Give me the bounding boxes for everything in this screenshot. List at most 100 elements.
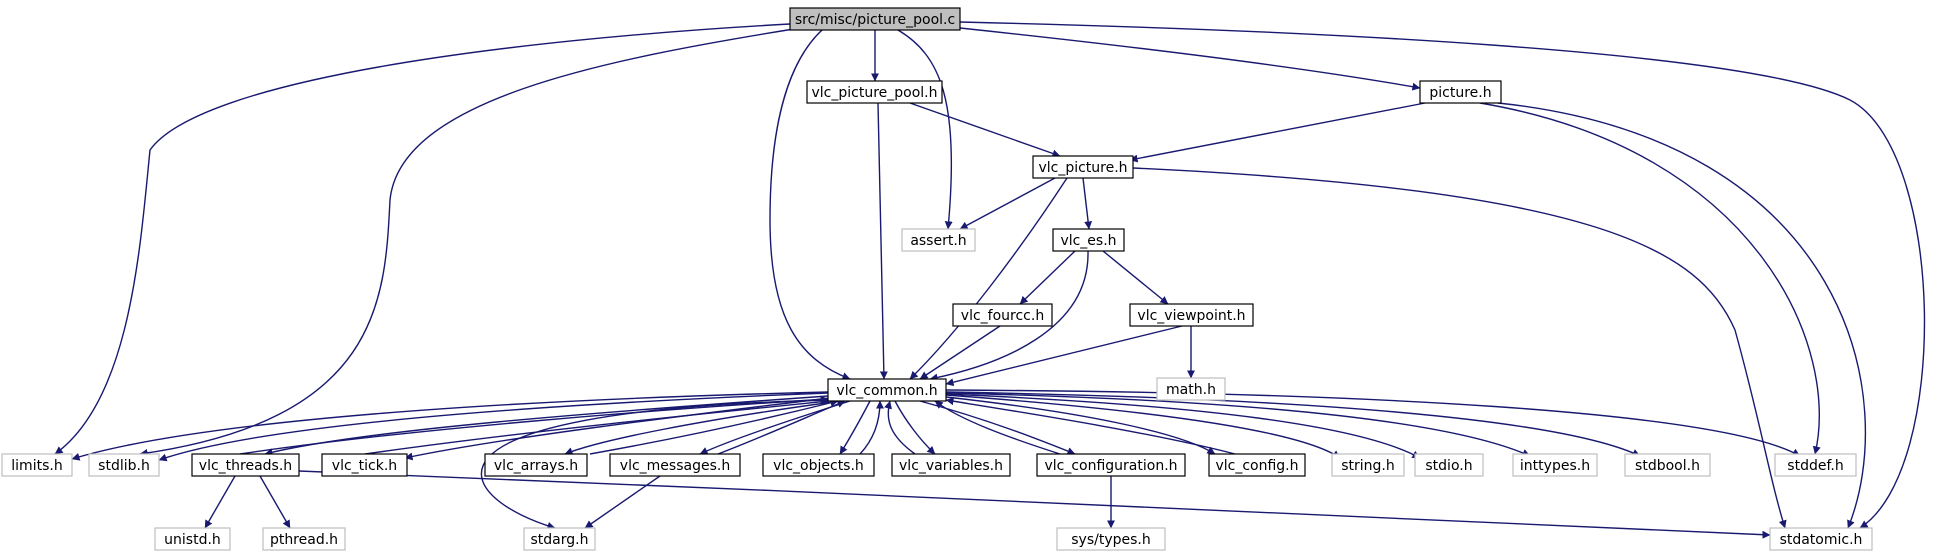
edge-vlc_threads-to-unistd	[204, 475, 236, 529]
node-vlc-config[interactable]: vlc_config.h	[1208, 453, 1306, 477]
node-stdarg: stdarg.h	[523, 527, 596, 551]
node-vlc-tick[interactable]: vlc_tick.h	[321, 453, 408, 477]
edge-vlc_picture-to-vlc_common	[909, 177, 1068, 380]
node-label: stdarg.h	[531, 532, 589, 548]
node-label: vlc_objects.h	[773, 458, 864, 474]
edge-vlc_variables-to-vlc_common	[884, 400, 916, 455]
node-stdlib: stdlib.h	[88, 453, 160, 477]
node-label: sys/types.h	[1071, 532, 1150, 548]
node-box	[1414, 453, 1484, 477]
edges-layer	[54, 21, 1926, 539]
node-box	[484, 453, 588, 477]
node-sys-types: sys/types.h	[1056, 527, 1166, 551]
node-box	[806, 80, 943, 104]
node-box	[262, 527, 346, 551]
edge-vlc_picture-to-assert	[959, 177, 1056, 230]
node-pthread: pthread.h	[262, 527, 346, 551]
node-box	[762, 453, 875, 477]
edge-vlc_common-to-vlc_tick	[404, 397, 831, 461]
node-unistd: unistd.h	[154, 527, 231, 551]
node-box	[789, 7, 961, 31]
node-label: math.h	[1166, 382, 1216, 398]
edge-vlc_picture-to-stdatomic	[1132, 167, 1787, 529]
node-box	[1056, 527, 1166, 551]
edge-vlc_messages-to-vlc_common	[717, 400, 846, 455]
node-box	[827, 378, 947, 402]
edge-root-to-assert	[897, 29, 953, 230]
node-box	[154, 527, 231, 551]
node-vlc-picture-pool[interactable]: vlc_picture_pool.h	[806, 80, 943, 104]
edge-vlc_es-to-vlc_fourcc	[1019, 250, 1076, 305]
node-vlc-configuration[interactable]: vlc_configuration.h	[1036, 453, 1186, 477]
edge-vlc_common-to-stdlib	[158, 392, 829, 462]
edge-vlc_picture_pool-to-vlc_picture	[909, 102, 1061, 158]
node-box	[901, 228, 976, 252]
node-vlc-es[interactable]: vlc_es.h	[1052, 228, 1125, 252]
node-box	[321, 453, 408, 477]
node-box	[1512, 453, 1598, 477]
node-label: vlc_variables.h	[899, 458, 1003, 474]
node-stdatomic: stdatomic.h	[1769, 527, 1873, 551]
edge-vlc_common-to-stdio	[945, 393, 1421, 459]
node-label: vlc_es.h	[1060, 233, 1116, 249]
node-box	[1208, 453, 1306, 477]
node-box	[609, 453, 741, 477]
node-vlc-common[interactable]: vlc_common.h	[827, 378, 947, 402]
node-box	[891, 453, 1011, 477]
node-box	[1331, 453, 1405, 477]
edge-picture-to-stdatomic	[1497, 102, 1867, 529]
edge-vlc_common-to-stdbool	[945, 391, 1641, 457]
node-vlc-messages[interactable]: vlc_messages.h	[609, 453, 741, 477]
edge-vlc_picture-to-vlc_es	[1082, 177, 1093, 230]
edge-vlc_common-to-vlc_objects	[839, 400, 871, 455]
nodes-layer: src/misc/picture_pool.c vlc_picture_pool.…	[1, 7, 1873, 551]
node-root[interactable]: src/misc/picture_pool.c	[789, 7, 961, 31]
node-label: vlc_viewpoint.h	[1137, 308, 1245, 324]
node-label: picture.h	[1429, 85, 1491, 101]
edge-vlc_common-to-stddef	[945, 389, 1801, 457]
node-label: assert.h	[910, 233, 966, 249]
node-label: limits.h	[11, 458, 62, 474]
edge-vlc_objects-to-vlc_common	[859, 400, 884, 455]
node-label: unistd.h	[164, 532, 221, 548]
node-label: string.h	[1341, 458, 1395, 474]
node-vlc-viewpoint[interactable]: vlc_viewpoint.h	[1129, 303, 1254, 327]
edge-vlc_es-to-vlc_common	[929, 250, 1089, 382]
node-vlc-objects[interactable]: vlc_objects.h	[762, 453, 875, 477]
node-stdbool: stdbool.h	[1624, 453, 1711, 477]
edge-vlc_common-to-limits	[71, 391, 829, 461]
node-label: stdlib.h	[98, 458, 150, 474]
edge-root-to-vlc_common	[769, 29, 851, 381]
node-vlc-fourcc[interactable]: vlc_fourcc.h	[952, 303, 1053, 327]
edge-vlc_config-to-vlc_common	[945, 397, 1236, 455]
node-label: stdatomic.h	[1780, 532, 1863, 548]
node-vlc-picture[interactable]: vlc_picture.h	[1032, 155, 1134, 179]
edge-vlc_configuration-to-vlc_common	[934, 400, 1061, 455]
node-label: vlc_config.h	[1215, 458, 1298, 474]
edge-vlc_messages-to-stdarg	[584, 475, 661, 529]
edge-vlc_threads-to-stdatomic	[298, 470, 1771, 539]
node-string: string.h	[1331, 453, 1405, 477]
edge-vlc_fourcc-to-vlc_common	[919, 325, 1001, 380]
node-box	[1129, 303, 1254, 327]
node-box	[191, 453, 300, 477]
node-label: vlc_configuration.h	[1044, 458, 1177, 474]
node-box	[1156, 377, 1226, 401]
node-box	[1032, 155, 1134, 179]
edge-vlc_viewpoint-to-vlc_common	[945, 325, 1183, 387]
node-label: stdbool.h	[1635, 458, 1700, 474]
node-box	[1052, 228, 1125, 252]
edge-root-to-limits	[54, 23, 791, 455]
edge-vlc_picture_pool-to-vlc_common	[877, 102, 888, 380]
edge-vlc_common-to-vlc_arrays	[564, 400, 841, 455]
node-label: vlc_fourcc.h	[961, 308, 1044, 324]
node-box	[1419, 80, 1502, 104]
node-vlc-variables[interactable]: vlc_variables.h	[891, 453, 1011, 477]
edge-vlc_common-to-inttypes	[945, 392, 1531, 457]
edge-vlc_threads-to-vlc_common	[239, 395, 829, 455]
node-vlc-arrays[interactable]: vlc_arrays.h	[484, 453, 588, 477]
node-label: stdio.h	[1425, 458, 1472, 474]
node-vlc-threads[interactable]: vlc_threads.h	[191, 453, 300, 477]
node-picture[interactable]: picture.h	[1419, 80, 1502, 104]
